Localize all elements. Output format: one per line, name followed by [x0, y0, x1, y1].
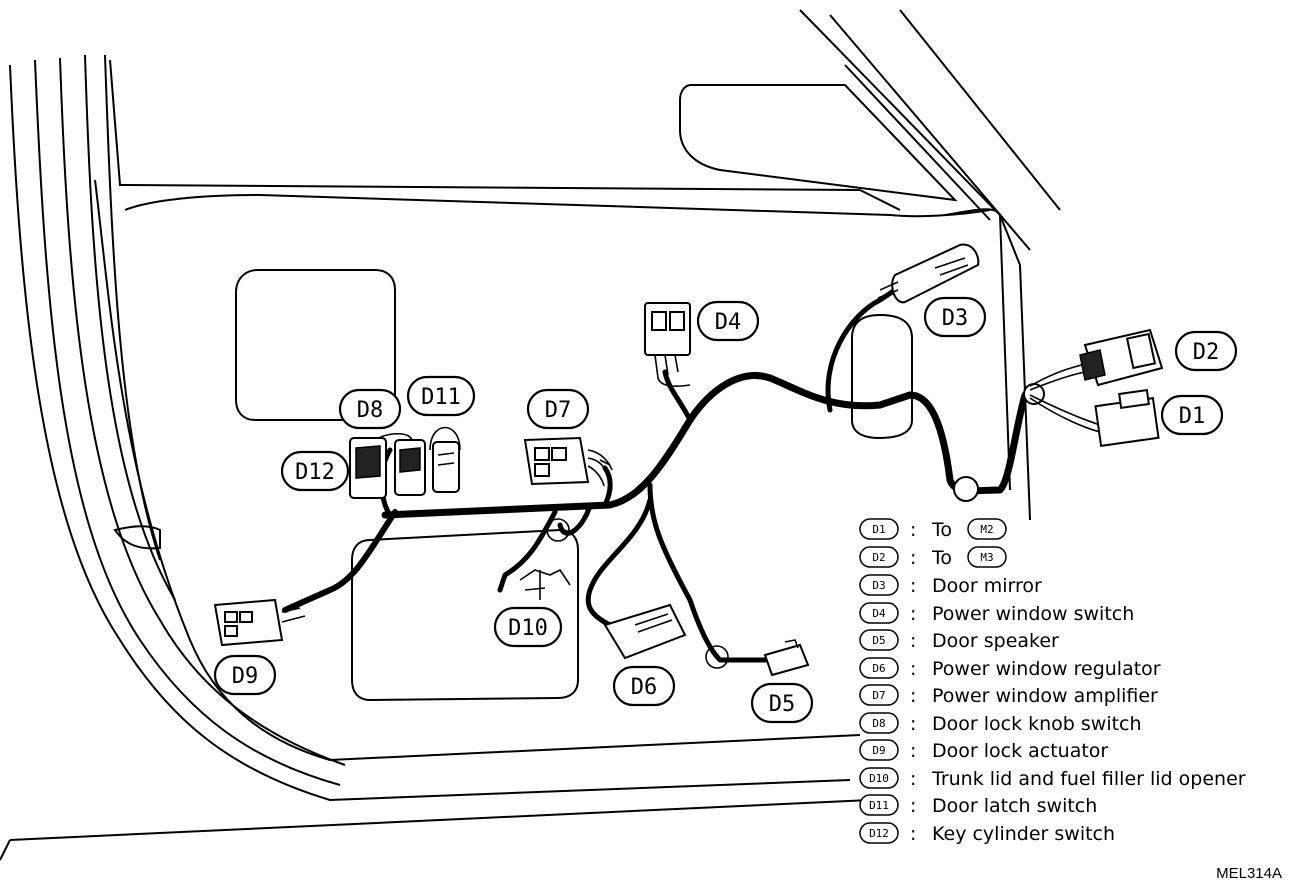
legend-text: Door lock actuator: [932, 740, 1108, 762]
callout-d5: D5: [750, 682, 814, 724]
legend: D1 : To M2 D2 : To M3 D3 : Door mirror D…: [859, 518, 1246, 845]
legend-row-d12: D12 : Key cylinder switch: [859, 822, 1115, 845]
legend-text: To: [931, 519, 952, 541]
legend-sep: :: [910, 658, 916, 680]
callout-d10-text: D10: [508, 616, 548, 641]
callout-d7: D7: [526, 388, 590, 430]
legend-code: D7: [872, 689, 885, 702]
legend-sep: :: [910, 685, 916, 707]
legend-row-d1: D1 : To M2: [859, 518, 1007, 541]
legend-code: D1: [872, 523, 885, 536]
callout-d12-text: D12: [295, 460, 335, 485]
legend-sep: :: [910, 630, 916, 652]
callout-d1-text: D1: [1179, 404, 1206, 429]
legend-sep: :: [910, 740, 916, 762]
access-hole-lower: [351, 528, 579, 702]
legend-row-d4: D4 : Power window switch: [859, 602, 1134, 625]
grommet-d5: [705, 645, 729, 669]
speaker-opening: [851, 313, 913, 440]
legend-code: D12: [869, 827, 889, 840]
callout-d3: D3: [923, 296, 987, 338]
legend-ref: M2: [980, 523, 993, 536]
legend-text: Power window switch: [932, 603, 1134, 625]
callout-d11-text: D11: [421, 385, 461, 410]
legend-text: To: [931, 547, 952, 569]
legend-code: D2: [872, 551, 885, 564]
connector-d6: [603, 603, 687, 660]
connector-d1: [1029, 388, 1160, 447]
connector-d8: [394, 439, 426, 496]
legend-code: D5: [872, 634, 885, 647]
callout-d8: D8: [338, 388, 402, 430]
legend-text: Power window regulator: [932, 658, 1161, 680]
callout-d7-text: D7: [545, 398, 572, 423]
connector-d12: [349, 437, 387, 499]
callout-d5-text: D5: [769, 692, 796, 717]
callout-d8-text: D8: [357, 398, 384, 423]
legend-code: D4: [872, 607, 886, 620]
legend-text: Trunk lid and fuel filler lid opener: [931, 768, 1246, 790]
legend-row-d2: D2 : To M3: [859, 546, 1007, 569]
legend-text: Power window amplifier: [932, 685, 1158, 707]
legend-sep: :: [910, 603, 916, 625]
legend-sep: :: [910, 547, 916, 569]
grommet-d10: [546, 518, 570, 542]
legend-code: D6: [872, 662, 885, 675]
legend-text: Door latch switch: [932, 795, 1097, 817]
callout-d3-text: D3: [942, 306, 969, 331]
legend-row-d3: D3 : Door mirror: [859, 574, 1042, 597]
connector-d3: [877, 243, 980, 304]
legend-row-d8: D8 : Door lock knob switch: [859, 712, 1142, 735]
legend-code: D9: [872, 744, 885, 757]
grommet-left: [953, 476, 979, 502]
legend-code: D3: [872, 579, 885, 592]
legend-sep: :: [910, 823, 916, 845]
legend-row-d10: D10 : Trunk lid and fuel filler lid open…: [859, 767, 1246, 790]
legend-row-d11: D11 : Door latch switch: [859, 794, 1097, 817]
callout-d6-text: D6: [631, 675, 658, 700]
callout-d6: D6: [612, 665, 676, 707]
legend-text: Door speaker: [932, 630, 1059, 652]
connector-d11: [432, 441, 460, 493]
legend-sep: :: [910, 519, 916, 541]
legend-row-d5: D5 : Door speaker: [859, 629, 1059, 652]
connector-d2: [1029, 328, 1164, 391]
legend-code: D10: [869, 772, 889, 785]
callout-d2-text: D2: [1193, 340, 1220, 365]
legend-sep: :: [910, 795, 916, 817]
connector-d7: [523, 436, 613, 487]
door-outline: [0, 9, 1061, 861]
callout-d10: D10: [493, 606, 563, 648]
callout-d12: D12: [280, 450, 350, 492]
callout-d9-text: D9: [232, 664, 259, 689]
callout-labels: D1 D2 D3 D4 D5 D6 D7 D8: [213, 296, 1238, 724]
legend-row-d6: D6 : Power window regulator: [859, 657, 1161, 680]
figure-code: MEL314A: [1216, 865, 1282, 882]
callout-d11: D11: [406, 375, 476, 417]
callout-d9: D9: [213, 654, 277, 696]
legend-text: Door mirror: [932, 575, 1042, 597]
callout-d4-text: D4: [715, 310, 742, 335]
window-glass: [679, 84, 958, 202]
legend-code: D8: [872, 717, 885, 730]
callout-d2: D2: [1174, 330, 1238, 372]
legend-row-d9: D9 : Door lock actuator: [859, 739, 1108, 762]
legend-sep: :: [910, 713, 916, 735]
callout-d4: D4: [696, 300, 760, 342]
legend-sep: :: [910, 575, 916, 597]
legend-text: Door lock knob switch: [932, 713, 1142, 735]
legend-text: Key cylinder switch: [932, 823, 1115, 845]
legend-ref: M3: [980, 551, 993, 564]
callout-d1: D1: [1160, 394, 1224, 436]
connector-d10: [519, 568, 571, 600]
connector-d9: [213, 598, 306, 647]
legend-code: D11: [869, 799, 889, 812]
legend-sep: :: [910, 768, 916, 790]
connector-d4: [644, 302, 691, 387]
legend-row-d7: D7 : Power window amplifier: [859, 684, 1158, 707]
connector-d5: [763, 639, 810, 677]
